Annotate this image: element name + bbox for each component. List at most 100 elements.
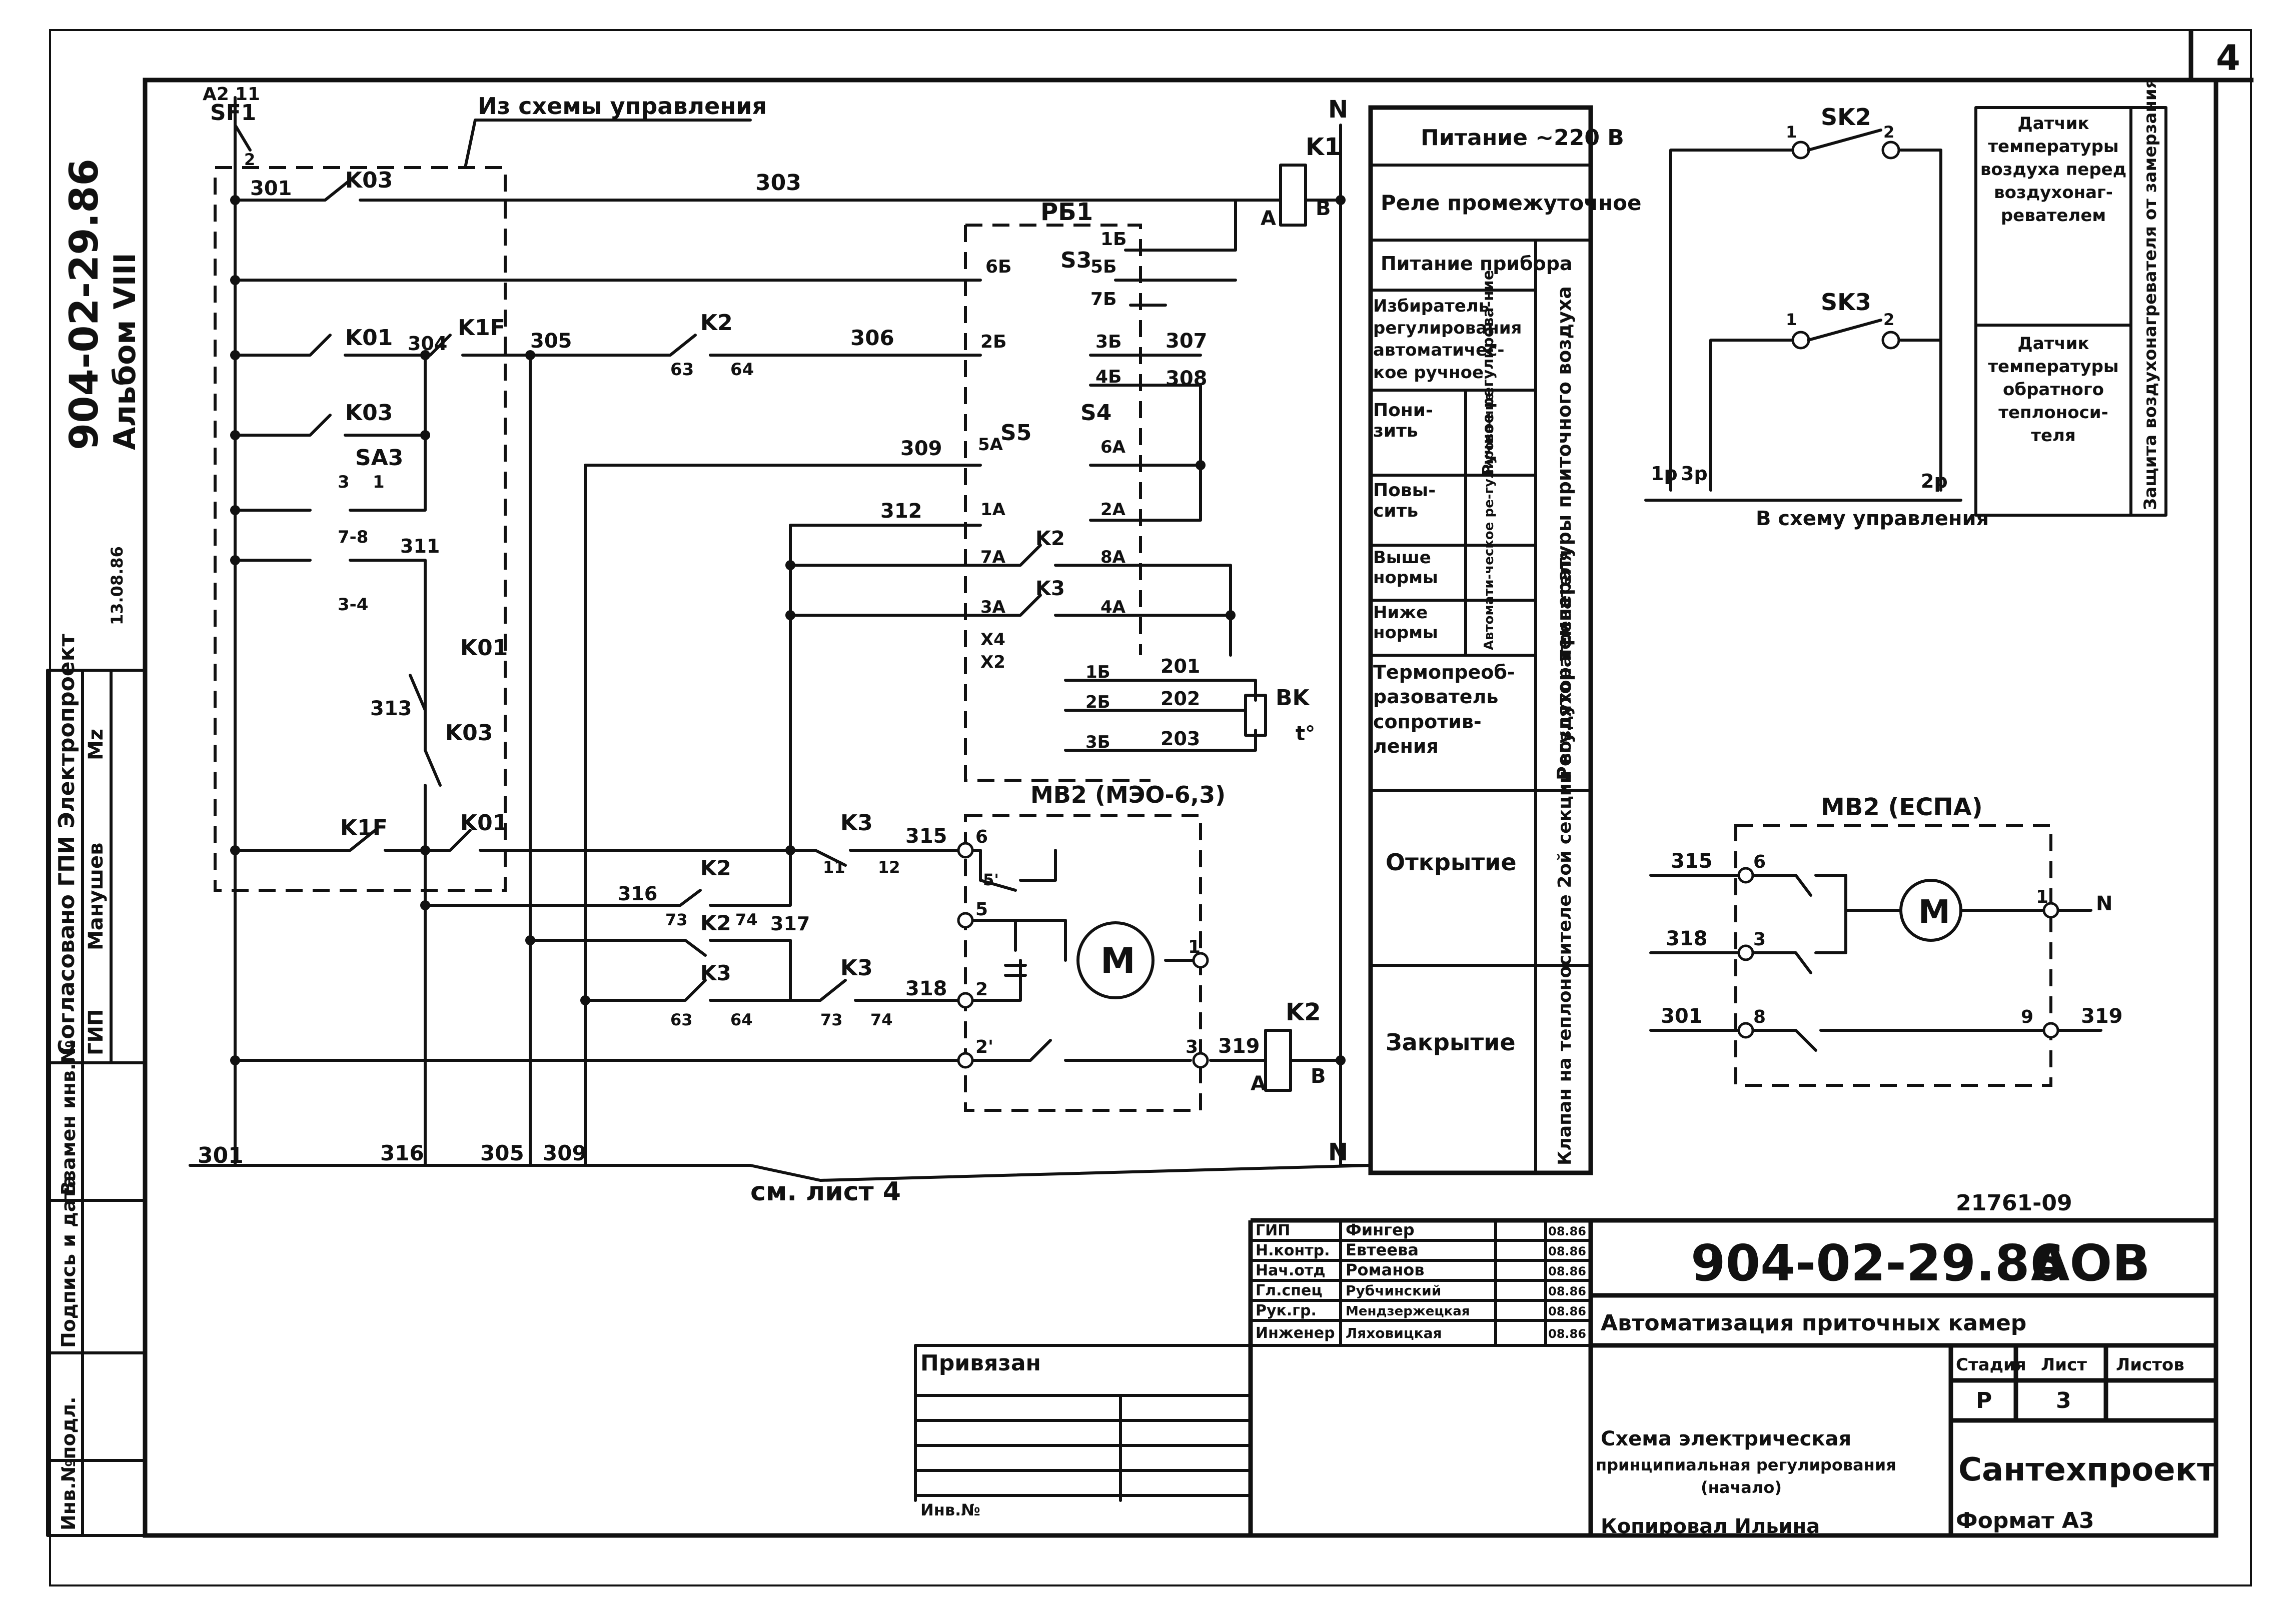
relay-k2-coil (1264, 1029, 1292, 1092)
sa3-pin-1: 1 (373, 472, 385, 492)
pin-74-b: 74 (870, 1010, 893, 1029)
fn-above-norm: Выше нормы (1373, 548, 1438, 588)
function-table: Питание ~220 В Реле промежуточное Питани… (1368, 105, 1641, 1175)
sk3-pin-2: 2 (1883, 310, 1894, 329)
rb-term-7b: 7Б (1090, 289, 1117, 310)
espa-pin-1: 1 (2036, 887, 2048, 907)
relay-k2-pin-a: A (1251, 1072, 1266, 1095)
actuator-pin-5prime: 5' (983, 870, 999, 889)
rb-term-2a: 2А (1100, 500, 1126, 520)
sensor-sk3: SK3 (1821, 289, 1871, 316)
contact-k1-b: K2 (1035, 527, 1065, 550)
wire-318: 318 (905, 977, 947, 1000)
wire-309: 309 (900, 437, 942, 460)
breaker-terminal-2: 2 (244, 150, 255, 169)
wire-203: 203 (1161, 728, 1200, 750)
sensor-bk-label: BK (1276, 685, 1311, 711)
sk2-pin-2: 2 (1883, 123, 1894, 142)
actuator-pin-2: 2 (975, 979, 988, 1000)
sig-date-4: 08.86 (1548, 1304, 1586, 1318)
fn-mode-selector: Избиратель регулирования автоматичес-кое… (1373, 296, 1522, 383)
fn-decrease: Пони-зить (1373, 400, 1433, 441)
breaker-terminal-a2: A2 (203, 84, 229, 105)
switch-s5: S5 (1000, 420, 1031, 446)
stage-value: Р (1976, 1388, 1992, 1413)
espa-pin-3: 3 (1753, 929, 1766, 950)
wire-301: 301 (250, 177, 292, 200)
sheet-value: 3 (2056, 1388, 2071, 1413)
fn-side-regulator: Регулятор температуры приточного воздуха (1553, 286, 1575, 780)
right-schematic: SK2 SK3 1 2 1 2 1р 3р 2р В схему управле… (1644, 78, 2167, 1087)
pin-63-b: 63 (670, 1010, 693, 1029)
relay-k1-label: K1 (1306, 133, 1341, 161)
actuator-pin-5: 5 (975, 899, 988, 920)
inv-label: Инв.№ (920, 1500, 980, 1519)
fn-resistance-converter: Термопреоб-разователь сопротив-ления (1373, 661, 1515, 758)
pin-74-a: 74 (735, 910, 758, 929)
espa-wire-319: 319 (2081, 1005, 2123, 1028)
wire-315: 315 (905, 825, 947, 848)
rb-term-3b: 3Б (1095, 332, 1122, 352)
pin-64-b: 64 (730, 1010, 753, 1029)
relay-k1-pin-a: A (1261, 207, 1276, 230)
sig-role-0: ГИП (1256, 1222, 1290, 1239)
sheet-corner-number: 4 (2216, 38, 2240, 79)
pin-12-a: 12 (878, 858, 900, 877)
control-box (214, 166, 507, 892)
project-title: Автоматизация приточных камер (1601, 1310, 2026, 1336)
fn-side-manual: Ручное регулирова-ние (1480, 270, 1497, 475)
x-term-3b: 3Б (1085, 732, 1110, 752)
rb-term-6a: 6А (1100, 437, 1126, 457)
sheet-frame: 4 (49, 29, 2253, 1586)
rb-term-4a: 4А (1100, 597, 1126, 617)
sig-role-1: Н.контр. (1256, 1242, 1330, 1259)
approval-signature: 13.08.86 (108, 546, 127, 625)
sheet-title-1: Схема электрическая (1601, 1427, 1851, 1450)
term-2r: 2р (1921, 470, 1948, 492)
drawing-code-vertical: 904-02-29.86 (62, 159, 107, 450)
stamp-replacing-inv: Взамен инв.№ (58, 1040, 80, 1195)
main-schematic: 301 SF1 A2 11 2 N N Из схемы управления … (189, 84, 1372, 1207)
stamp-inv-original: Инв.№подл. (58, 1396, 80, 1530)
fn-intermediate-relay: Реле промежуточное (1381, 191, 1641, 215)
sig-name-2: Романов (1346, 1260, 1425, 1279)
rb-term-4b: 4Б (1095, 367, 1122, 387)
x-term-x4: X4 (980, 630, 1005, 650)
breaker-label: SF1 (210, 100, 256, 126)
actuator-mv2-meo-label: MB2 (МЭО-6,3) (1030, 781, 1226, 808)
rb-term-7a: 7А (980, 547, 1006, 567)
espa-neutral: N (2096, 892, 2112, 915)
switch-s3: S3 (1060, 248, 1091, 273)
motor-symbol: M (1100, 940, 1135, 981)
contact-k1f-b: K1F (340, 815, 388, 841)
relay-k2-label: K2 (1286, 998, 1321, 1026)
x-term-2b: 2Б (1085, 692, 1110, 712)
stage-label: Стадия (1956, 1355, 2026, 1375)
rb-term-6b: 6Б (985, 257, 1012, 277)
actuator-mv2-espa-box (1734, 824, 2052, 1087)
sensor-bk-element (1244, 694, 1267, 737)
neutral-label-top: N (1328, 96, 1348, 124)
rb-term-3a: 3А (980, 597, 1006, 617)
sig-name-5: Ляховицкая (1346, 1325, 1442, 1341)
rb-term-5b: 5Б (1090, 257, 1117, 277)
espa-wire-301: 301 (1661, 1005, 1703, 1028)
actuator-mv2-meo-box (964, 814, 1202, 1112)
breaker-terminal-11: 11 (235, 84, 260, 105)
fn-power: Питание ~220 В (1421, 125, 1624, 151)
rb-term-1b: 1Б (1100, 229, 1127, 250)
format-label: Формат А3 (1956, 1508, 2094, 1533)
wire-316: 316 (618, 883, 657, 905)
contact-k03-c: K03 (445, 720, 493, 746)
relay-k1-pin-b: B (1316, 197, 1331, 220)
sheet-label: Лист (2041, 1355, 2087, 1375)
actuator-pin-3: 3 (1186, 1037, 1198, 1057)
approval-position: ГИП (85, 1009, 108, 1055)
wire-313: 313 (370, 697, 412, 720)
sa3-pin-7-8: 7-8 (338, 527, 368, 547)
sig-date-0: 08.86 (1548, 1224, 1586, 1238)
rb1-label: РБ1 (1040, 198, 1093, 226)
to-control-note: В схему управления (1756, 507, 1989, 530)
bus-label-305: 305 (480, 1141, 524, 1165)
